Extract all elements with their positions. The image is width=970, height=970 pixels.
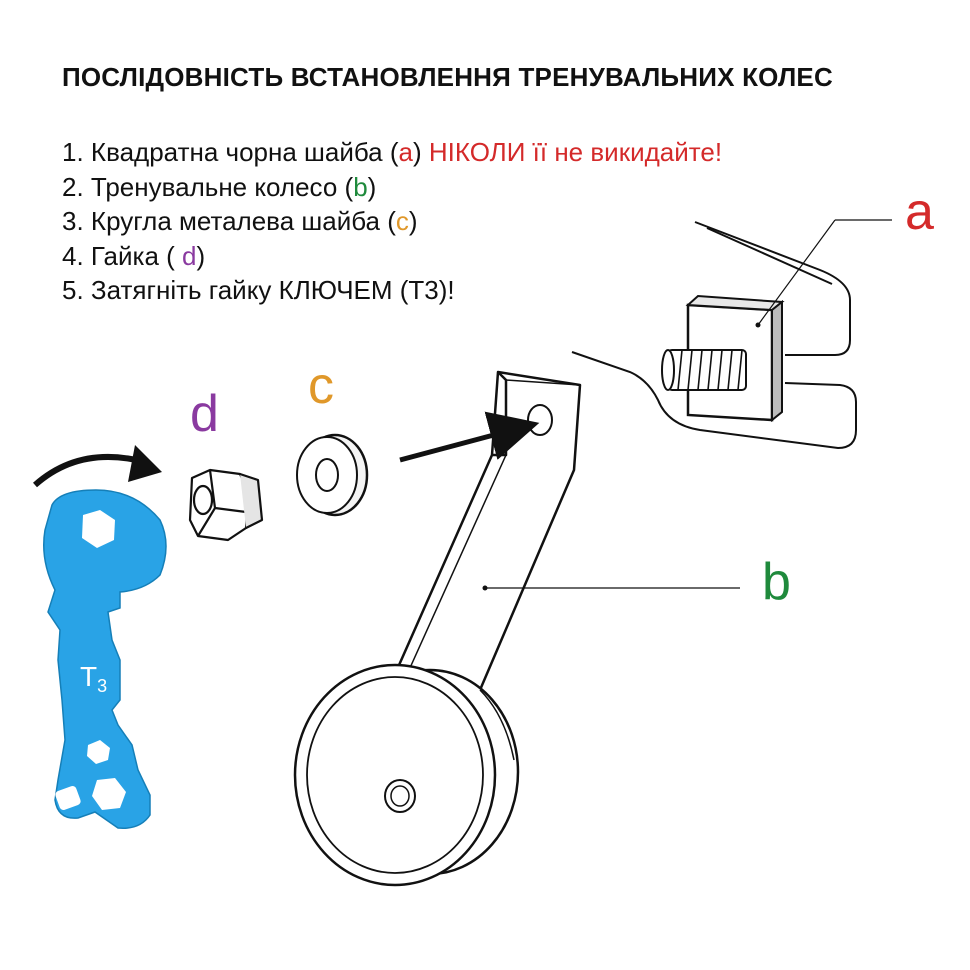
step-text: Кругла металева шайба (: [90, 206, 396, 236]
nut-icon: [188, 468, 264, 542]
step-number: 1.: [62, 137, 84, 167]
bolt-icon: [661, 349, 747, 391]
step-letter: d: [182, 240, 197, 271]
instruction-list: 1. Квадратна чорна шайба (a) НІКОЛИ її н…: [62, 135, 722, 308]
step-3: 3. Кругла металева шайба (c): [62, 204, 722, 239]
step-4: 4. Гайка ( d): [62, 239, 722, 274]
square-washer-icon: [661, 294, 785, 423]
step-letter: a: [398, 137, 413, 167]
step-close: ): [367, 171, 377, 202]
label-a: a: [905, 183, 934, 241]
label-c: c: [308, 357, 334, 415]
warning-text: НІКОЛИ її не викидайте!: [428, 137, 723, 167]
washer-icon: [296, 433, 369, 517]
label-d: d: [190, 385, 219, 443]
step-1: 1. Квадратна чорна шайба (a) НІКОЛИ її н…: [62, 135, 722, 170]
wrench-icon: T3: [43, 489, 167, 829]
step-number: 5.: [62, 275, 84, 305]
step-number: 2.: [62, 171, 84, 202]
step-text: Гайка (: [90, 240, 183, 271]
step-close: ): [412, 137, 422, 167]
bike-frame: [571, 221, 857, 450]
page-title: ПОСЛІДОВНІСТЬ ВСТАНОВЛЕННЯ ТРЕНУВАЛЬНИХ …: [62, 62, 833, 92]
step-text: Затягніть гайку КЛЮЧЕМ (T3)!: [90, 275, 455, 305]
step-5: 5. Затягніть гайку КЛЮЧЕМ (T3)!: [62, 273, 722, 308]
rotate-arrow-icon: [33, 445, 162, 488]
step-close: ): [196, 240, 206, 271]
label-b: b: [762, 553, 791, 611]
training-wheel-icon: [293, 370, 582, 887]
insert-arrow-icon: [399, 411, 540, 463]
step-number: 4.: [62, 240, 84, 271]
step-letter: b: [353, 171, 368, 202]
step-number: 3.: [62, 206, 84, 236]
wrench-label: T3: [80, 661, 107, 696]
leader-line-a: [757, 219, 836, 326]
step-2: 2. Тренувальне колесо (b): [62, 170, 722, 205]
step-text: Квадратна чорна шайба (: [90, 137, 399, 167]
step-close: ): [408, 206, 418, 236]
step-text: Тренувальне колесо (: [90, 171, 354, 202]
step-letter: c: [395, 206, 409, 236]
